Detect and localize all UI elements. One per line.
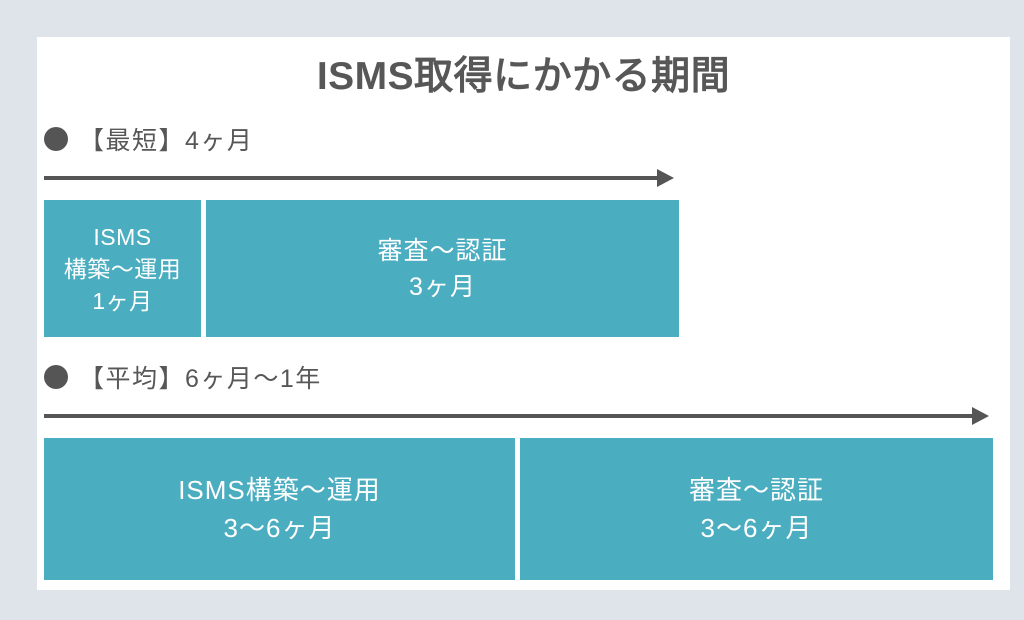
filled-circle-bullet-icon [44, 365, 68, 389]
segment-line: 3〜6ヶ月 [700, 513, 813, 543]
section-shortest-header: 【最短】4ヶ月 [37, 119, 1010, 159]
bar-segment-build-operate: ISMS 構築〜運用 1ヶ月 [44, 200, 201, 337]
arrow-shaft [44, 414, 972, 418]
filled-circle-bullet-icon [44, 127, 68, 151]
arrow-shaft [44, 176, 657, 180]
arrow-head [657, 169, 674, 187]
page-title: ISMS取得にかかる期間 [316, 55, 731, 98]
segment-line: 3ヶ月 [409, 272, 476, 301]
bar-segment-audit-certification: 審査〜認証 3ヶ月 [206, 200, 679, 337]
section-average-label: 【平均】6ヶ月〜1年 [79, 365, 322, 393]
segment-line: ISMS構築〜運用 [178, 475, 381, 505]
content-card: ISMS取得にかかる期間 【最短】4ヶ月 ISMS 構築〜運用 1ヶ月 審査〜認… [37, 37, 1010, 590]
segment-line: 3〜6ヶ月 [223, 513, 336, 543]
segment-line: 審査〜認証 [377, 236, 508, 265]
right-arrow-icon [37, 169, 1010, 187]
segment-line: 1ヶ月 [92, 287, 153, 314]
bar-segment-audit-certification: 審査〜認証 3〜6ヶ月 [520, 438, 993, 580]
timeline-bar-average: ISMS構築〜運用 3〜6ヶ月 審査〜認証 3〜6ヶ月 [44, 438, 1010, 580]
right-arrow-icon [37, 407, 1010, 425]
timeline-bar-shortest: ISMS 構築〜運用 1ヶ月 審査〜認証 3ヶ月 [44, 200, 1010, 337]
segment-line: 構築〜運用 [63, 255, 182, 282]
segment-line: 審査〜認証 [688, 475, 824, 505]
section-shortest: 【最短】4ヶ月 ISMS 構築〜運用 1ヶ月 審査〜認証 3ヶ月 [37, 119, 1010, 337]
bar-segment-build-operate: ISMS構築〜運用 3〜6ヶ月 [44, 438, 515, 580]
section-shortest-label: 【最短】4ヶ月 [79, 127, 254, 155]
section-average-header: 【平均】6ヶ月〜1年 [37, 357, 1010, 397]
segment-line: ISMS [93, 223, 152, 250]
arrow-head [972, 407, 989, 425]
section-average: 【平均】6ヶ月〜1年 ISMS構築〜運用 3〜6ヶ月 審査〜認証 3〜6ヶ月 [37, 357, 1010, 580]
